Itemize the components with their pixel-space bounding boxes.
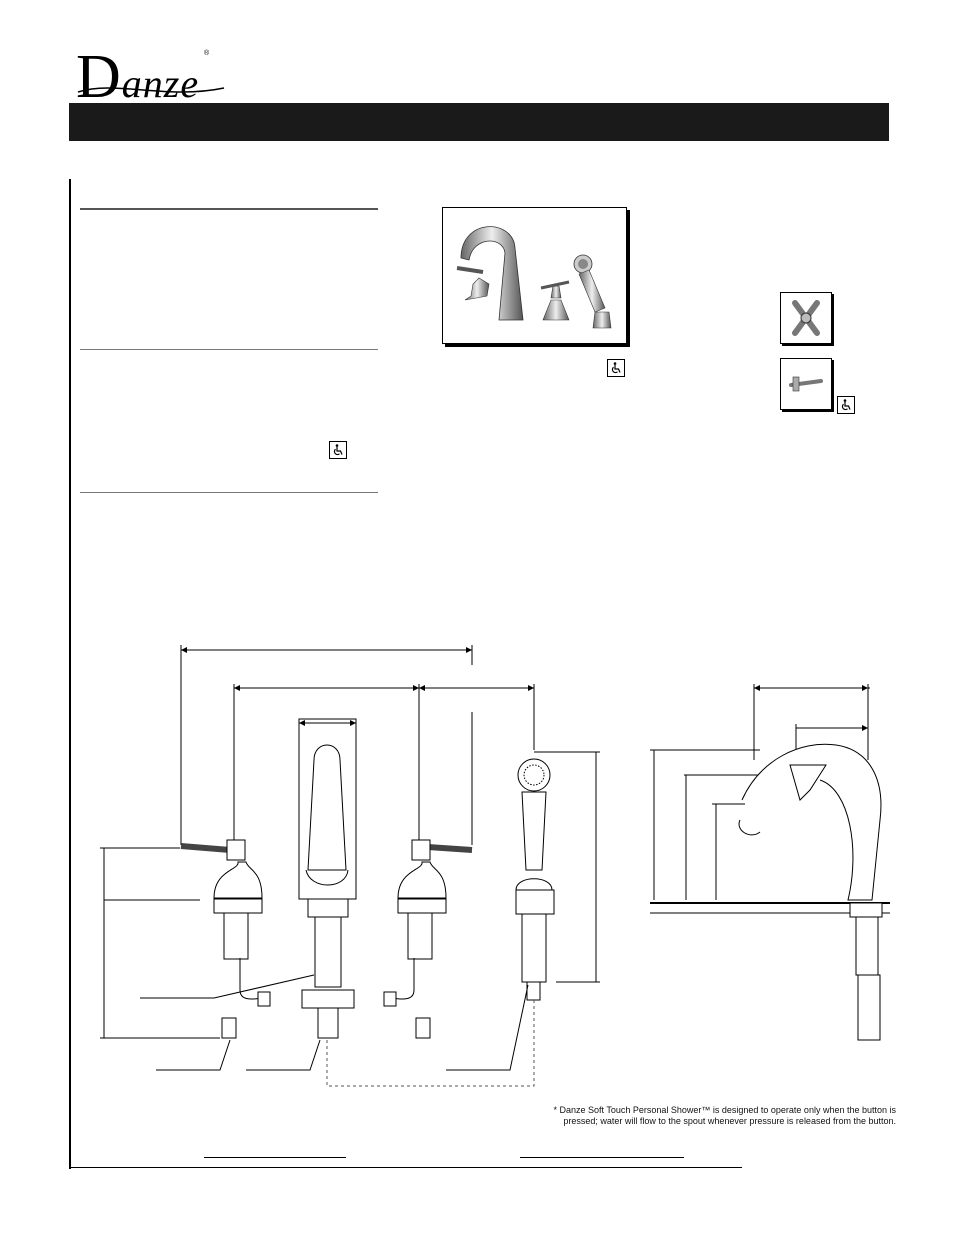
- brand-rest: anze: [121, 61, 200, 106]
- footnote-line-2: pressed; water will flow to the spout wh…: [563, 1116, 896, 1126]
- section-divider-1: [80, 208, 378, 210]
- cross-handle-icon: [780, 292, 832, 344]
- footnote-line-1: * Danze Soft Touch Personal Shower™ is d…: [553, 1105, 896, 1115]
- registered-mark: ®: [204, 50, 210, 57]
- logo-swoosh: [77, 87, 225, 93]
- wheelchair-icon: [837, 396, 855, 414]
- lever-handle-icon: [780, 358, 832, 410]
- bottom-rule: [69, 1167, 742, 1168]
- signature-line-2: [520, 1157, 684, 1158]
- faucet-set-illustration: [456, 226, 612, 329]
- section-divider-3: [80, 492, 378, 493]
- title-bar: [69, 103, 889, 141]
- product-photo: [442, 207, 627, 344]
- signature-line-1: [204, 1157, 346, 1158]
- brand-initial: D: [76, 43, 122, 111]
- brand-wordmark: Danze: [76, 42, 199, 113]
- left-rule: [69, 179, 71, 1169]
- section-divider-2: [80, 349, 378, 350]
- wheelchair-icon: [607, 359, 625, 377]
- footnote: * Danze Soft Touch Personal Shower™ is d…: [520, 1105, 896, 1127]
- brand-logo: Danze ®: [76, 38, 226, 111]
- wheelchair-icon: [329, 441, 347, 459]
